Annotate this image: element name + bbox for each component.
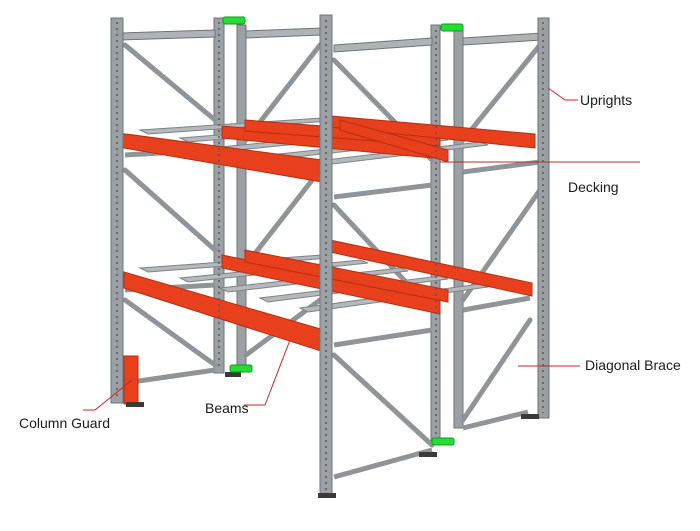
diagonal-brace-label: Diagonal Brace bbox=[585, 357, 681, 373]
column-guard bbox=[123, 355, 139, 405]
decking-label: Decking bbox=[568, 179, 619, 195]
green-connectors bbox=[222, 16, 464, 446]
back-uprights bbox=[213, 17, 464, 446]
column-guard-label: Column Guard bbox=[19, 415, 111, 431]
leader-lines bbox=[83, 87, 640, 411]
lower-beams bbox=[123, 239, 533, 353]
base-plates bbox=[126, 372, 539, 498]
uprights-label: Uprights bbox=[580, 92, 633, 108]
upright-holes bbox=[116, 20, 544, 490]
beams-label: Beams bbox=[205, 400, 249, 416]
